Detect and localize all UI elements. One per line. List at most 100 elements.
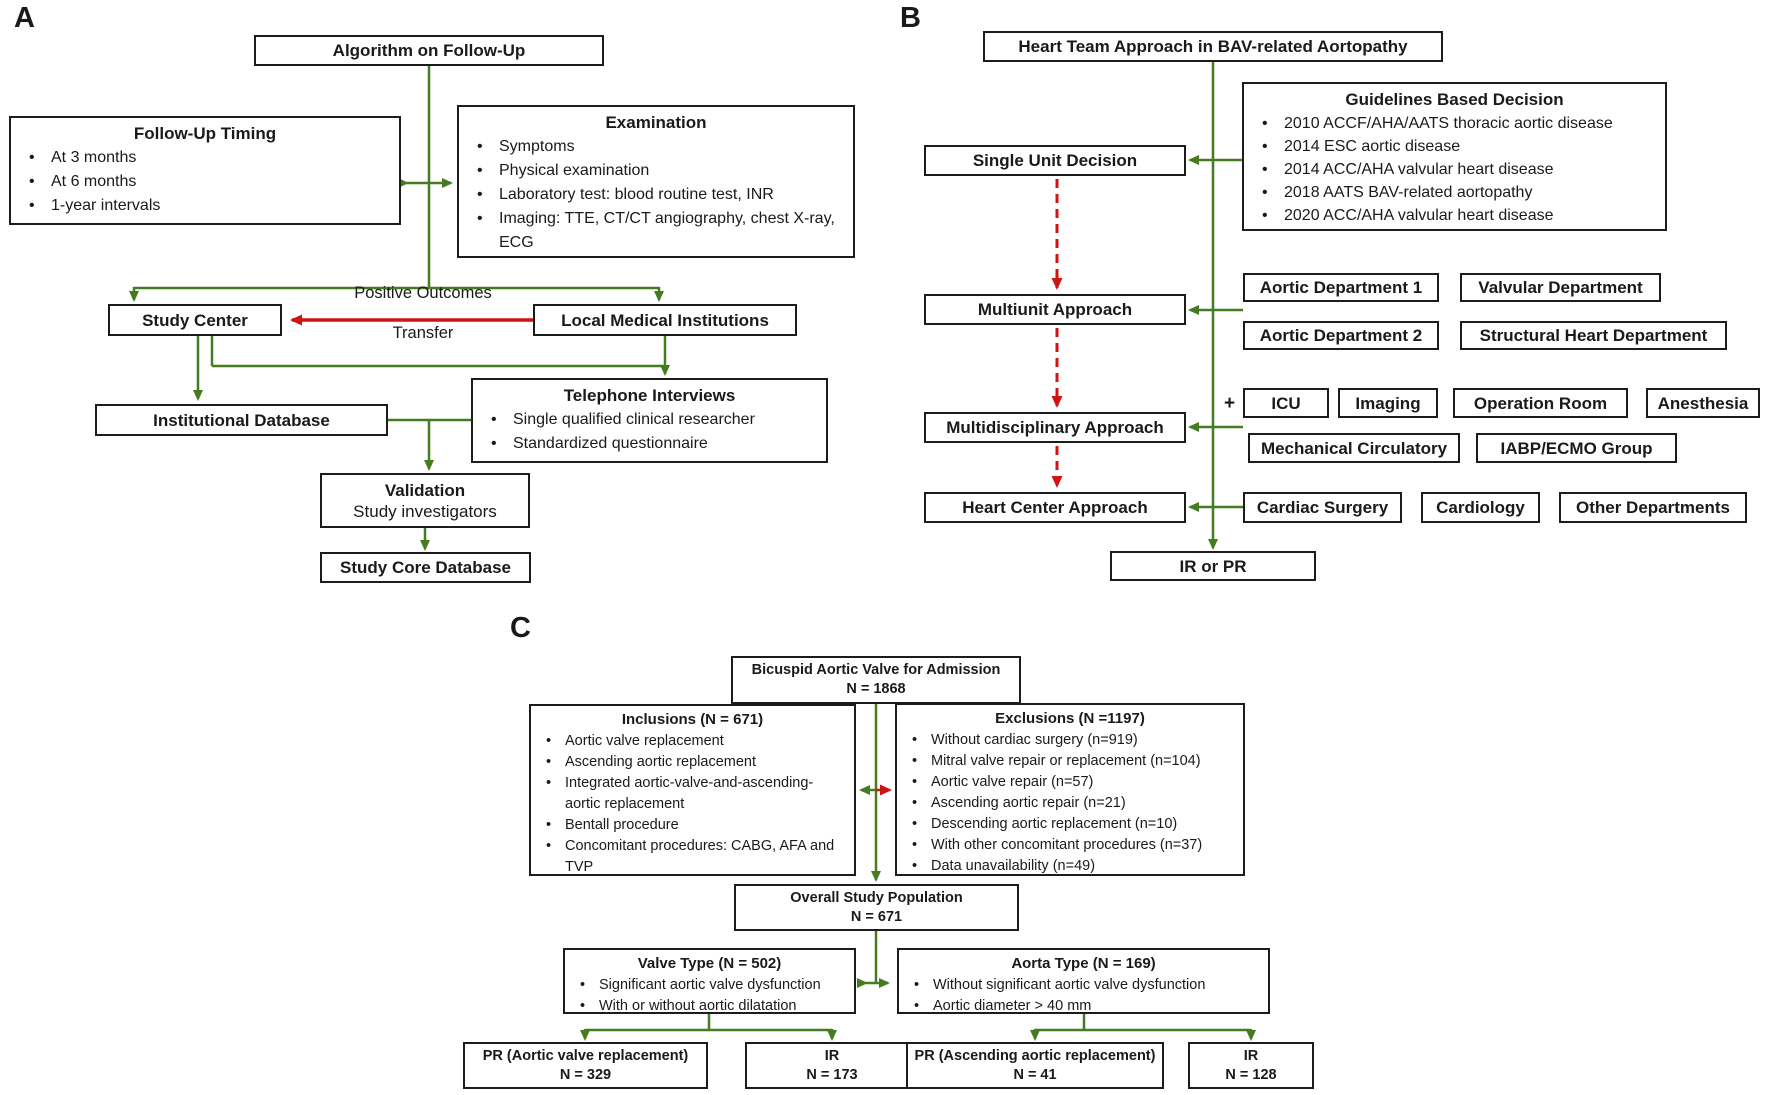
box-title: Study Center (142, 310, 248, 330)
list-item: Symptoms (465, 135, 847, 159)
box-title: Aortic Department 2 (1259, 326, 1423, 345)
bullet-list: Single qualified clinical researcher Sta… (479, 408, 820, 456)
box-title: Algorithm on Follow-Up (332, 41, 526, 60)
box-title: Heart Team Approach in BAV-related Aorto… (1018, 37, 1408, 56)
list-item: With other concomitant procedures (n=37) (903, 835, 1237, 856)
list-item: Single qualified clinical researcher (479, 408, 820, 432)
box-title: Valvular Department (1478, 278, 1643, 297)
box-local-medical-institutions: Local Medical Institutions (533, 304, 797, 336)
box-title: Bicuspid Aortic Valve for Admission (751, 662, 1001, 678)
box-guidelines-based-decision: Guidelines Based Decision 2010 ACCF/AHA/… (1242, 82, 1667, 231)
box-title: Multidisciplinary Approach (946, 418, 1164, 437)
bullet-list: Symptoms Physical examination Laboratory… (465, 135, 847, 255)
box-inclusions: Inclusions (N = 671) Aortic valve replac… (529, 704, 856, 876)
box-cardiology: Cardiology (1421, 492, 1540, 523)
list-item: 2010 ACCF/AHA/AATS thoracic aortic disea… (1250, 112, 1659, 135)
box-title: Exclusions (N =1197) (995, 710, 1145, 727)
list-item: Integrated aortic-valve-and-ascending-ao… (537, 773, 848, 815)
list-item: Without cardiac surgery (n=919) (903, 730, 1237, 751)
list-item: Descending aortic replacement (n=10) (903, 814, 1237, 835)
box-title: IR (824, 1047, 840, 1064)
list-item: 1-year intervals (17, 194, 393, 218)
box-n-value: N = 671 (850, 908, 903, 925)
list-item: Physical examination (465, 159, 847, 183)
box-follow-up-timing: Follow-Up Timing At 3 months At 6 months… (9, 116, 401, 225)
label-transfer: Transfer (392, 324, 454, 342)
box-multiunit-approach: Multiunit Approach (924, 294, 1186, 325)
list-item: At 6 months (17, 170, 393, 194)
box-ir-or-pr: IR or PR (1110, 551, 1316, 581)
box-imaging: Imaging (1338, 388, 1438, 418)
box-title: Study Core Database (340, 558, 511, 577)
box-title: Anesthesia (1657, 393, 1749, 413)
list-item: Without significant aortic valve dysfunc… (905, 975, 1262, 996)
box-single-unit-decision: Single Unit Decision (924, 145, 1186, 176)
box-n-value: N = 1868 (846, 681, 906, 697)
list-item: With or without aortic dilatation (571, 996, 848, 1017)
box-operation-room: Operation Room (1453, 388, 1628, 418)
box-title: Structural Heart Department (1479, 326, 1708, 345)
box-examination: Examination Symptoms Physical examinatio… (457, 105, 855, 258)
plus-sign: + (1224, 393, 1236, 414)
box-n-value: N = 41 (1013, 1066, 1057, 1083)
box-valvular-department: Valvular Department (1460, 273, 1661, 302)
list-item: Ascending aortic repair (n=21) (903, 793, 1237, 814)
bullet-list: 2010 ACCF/AHA/AATS thoracic aortic disea… (1250, 112, 1659, 227)
box-validation: Validation Study investigators (320, 473, 530, 528)
panel-c-label: C (510, 612, 531, 644)
box-title: Inclusions (N = 671) (621, 711, 764, 728)
list-item: Mitral valve repair or replacement (n=10… (903, 751, 1237, 772)
list-item: Laboratory test: blood routine test, INR (465, 183, 847, 207)
bullet-list: Without cardiac surgery (n=919) Mitral v… (903, 730, 1237, 877)
box-title: PR (Ascending aortic replacement) (914, 1047, 1156, 1064)
box-pr-aortic-valve-replacement: PR (Aortic valve replacement) N = 329 (463, 1042, 708, 1089)
box-valve-type: Valve Type (N = 502) Significant aortic … (563, 948, 856, 1017)
bullet-list: Without significant aortic valve dysfunc… (905, 975, 1262, 1017)
box-n-value: N = 173 (806, 1066, 858, 1083)
box-anesthesia: Anesthesia (1646, 388, 1760, 418)
box-aortic-department-2: Aortic Department 2 (1243, 321, 1439, 350)
list-item: 2014 ESC aortic disease (1250, 135, 1659, 158)
box-study-core-database: Study Core Database (320, 552, 531, 583)
box-subtitle: Study investigators (353, 501, 497, 521)
list-item: 2014 ACC/AHA valvular heart disease (1250, 158, 1659, 181)
box-other-departments: Other Departments (1559, 492, 1747, 523)
box-heart-team-approach: Heart Team Approach in BAV-related Aorto… (983, 31, 1443, 62)
box-exclusions: Exclusions (N =1197) Without cardiac sur… (895, 703, 1245, 877)
list-item: Concomitant procedures: CABG, AFA and TV… (537, 836, 848, 878)
box-title: Single Unit Decision (972, 151, 1138, 170)
box-mechanical-circulatory: Mechanical Circulatory (1248, 433, 1460, 463)
list-item: Aortic valve repair (n=57) (903, 772, 1237, 793)
box-title: IABP/ECMO Group (1500, 438, 1653, 458)
box-pr-ascending-aortic-replacement: PR (Ascending aortic replacement) N = 41 (906, 1042, 1164, 1089)
list-item: Data unavailability (n=49) (903, 856, 1237, 877)
box-title: Cardiac Surgery (1256, 498, 1389, 517)
box-title: Valve Type (N = 502) (637, 955, 782, 972)
box-title: Institutional Database (153, 410, 330, 430)
box-title: Aorta Type (N = 169) (1011, 955, 1156, 972)
box-heart-center-approach: Heart Center Approach (924, 492, 1186, 523)
panel-b-label: B (900, 2, 921, 34)
box-n-value: N = 329 (559, 1066, 612, 1083)
list-item: Standardized questionnaire (479, 432, 820, 456)
list-item: Significant aortic valve dysfunction (571, 975, 848, 996)
box-icu: ICU (1243, 388, 1329, 418)
box-aorta-type: Aorta Type (N = 169) Without significant… (897, 948, 1270, 1017)
bullet-list: Aortic valve replacement Ascending aorti… (537, 731, 848, 878)
box-overall-study-population: Overall Study Population N = 671 (734, 884, 1019, 931)
box-title: IR (1243, 1047, 1259, 1064)
list-item: 2020 ACC/AHA valvular heart disease (1250, 204, 1659, 227)
box-ir-aorta: IR N = 128 (1188, 1042, 1314, 1089)
list-item: At 3 months (17, 146, 393, 170)
box-ir-valve: IR N = 173 (745, 1042, 919, 1089)
box-title: Guidelines Based Decision (1345, 90, 1564, 109)
list-item: Bentall procedure (537, 815, 848, 836)
list-item: Ascending aortic replacement (537, 752, 848, 773)
box-title: Local Medical Institutions (561, 310, 769, 330)
panel-a-label: A (14, 2, 35, 34)
box-title: Mechanical Circulatory (1260, 438, 1448, 458)
box-title: IR or PR (1179, 556, 1247, 576)
box-title: Overall Study Population (790, 889, 963, 906)
box-title: Operation Room (1473, 393, 1608, 413)
